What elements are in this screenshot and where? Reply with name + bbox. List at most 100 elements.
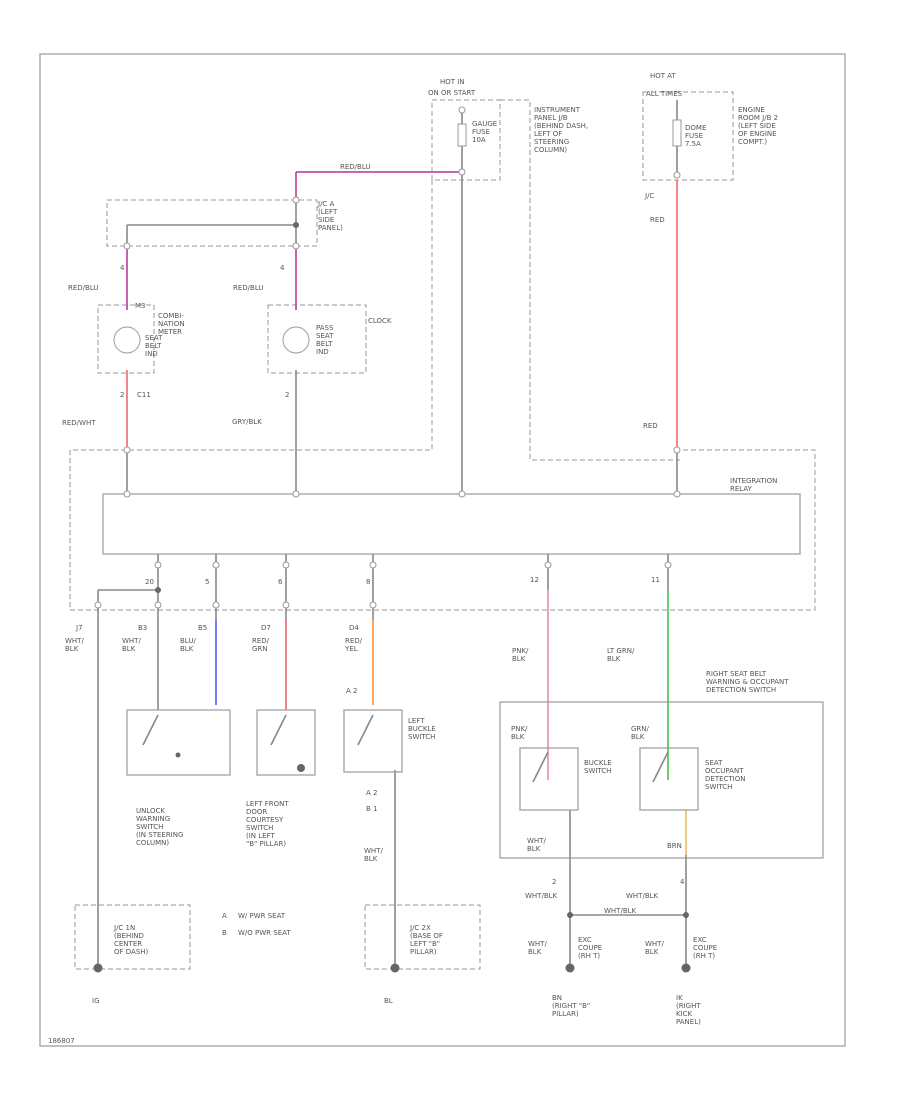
integration-relay bbox=[102, 493, 801, 555]
hot-at-label: HOT AT bbox=[650, 72, 677, 80]
hot-in-condition: ON OR START bbox=[428, 89, 476, 97]
gry-blk-label: GRY/BLK bbox=[232, 418, 262, 426]
pass-seat-belt-ind-bulb bbox=[282, 326, 310, 354]
door-courtesy-switch bbox=[256, 709, 316, 776]
ground-pin-2: 2 bbox=[552, 878, 556, 886]
wht-blk-7-label: WHT/BLK bbox=[645, 940, 664, 956]
jc-label: J/C bbox=[644, 192, 654, 200]
wht-blk-bridge-label: WHT/BLK bbox=[604, 907, 637, 915]
dome-fuse-box bbox=[642, 91, 734, 181]
pin-a2-bottom: A 2 bbox=[366, 789, 377, 797]
pin-2-mid: 2 bbox=[285, 391, 289, 399]
relay-pin-8: 8 bbox=[366, 578, 370, 586]
red-blu-left-label: RED/BLU bbox=[68, 284, 99, 292]
indicators bbox=[113, 326, 310, 354]
conn-j7: J7 bbox=[75, 624, 83, 632]
relay-pin-5: 5 bbox=[205, 578, 209, 586]
red-blu-mid-label: RED/BLU bbox=[233, 284, 264, 292]
pnk-blk-label: PNK/BLK bbox=[512, 647, 529, 663]
wht-blk-2-label: WHT/BLK bbox=[122, 637, 141, 653]
seat-occupant-switch bbox=[639, 747, 699, 811]
hot-in-label: HOT IN bbox=[440, 78, 465, 86]
c11-label: C11 bbox=[137, 391, 151, 399]
legend-b: B bbox=[222, 929, 227, 937]
unlock-warning-switch bbox=[126, 709, 231, 776]
legend-a: A bbox=[222, 912, 227, 920]
conn-b3: B3 bbox=[138, 624, 147, 632]
legend-b-text: W/O PWR SEAT bbox=[238, 929, 291, 937]
pin-b1-bottom: B 1 bbox=[366, 805, 377, 813]
wht-blk-1-label: WHT/BLK bbox=[65, 637, 84, 653]
switches bbox=[126, 701, 824, 859]
m3-label: M3 bbox=[135, 302, 146, 310]
ground-bl: BL bbox=[384, 997, 393, 1005]
fuses bbox=[457, 119, 682, 147]
clock-box bbox=[267, 304, 367, 374]
wht-blk-6-label: WHT/BLK bbox=[528, 940, 547, 956]
wires bbox=[97, 100, 687, 970]
red-yel-label: RED/YEL bbox=[344, 637, 363, 653]
combi-meter-box bbox=[97, 304, 155, 374]
seat-belt-ind-bulb bbox=[113, 326, 141, 354]
rsb-warning-switch-box bbox=[499, 701, 824, 859]
blu-blk-label: BLU/BLK bbox=[180, 637, 196, 653]
red-blu-top-label: RED/BLU bbox=[340, 163, 371, 171]
jc-a-box bbox=[106, 199, 318, 247]
wht-blk-5-label: WHT/BLK bbox=[626, 892, 659, 900]
relay-outline bbox=[69, 180, 816, 611]
clock-label: CLOCK bbox=[368, 317, 392, 325]
terminals bbox=[93, 106, 691, 973]
relay-pin-6: 6 bbox=[278, 578, 283, 586]
left-buckle-switch bbox=[343, 709, 403, 773]
pin-4-left: 4 bbox=[120, 264, 125, 272]
pin-4-mid: 4 bbox=[280, 264, 285, 272]
wht-blk-4-label: WHT/BLK bbox=[525, 892, 558, 900]
jc-2x-box bbox=[364, 904, 481, 970]
conn-b5: B5 bbox=[198, 624, 207, 632]
legend-a-text: W/ PWR SEAT bbox=[238, 912, 286, 920]
ground-ig: IG bbox=[92, 997, 100, 1005]
footer-code: 186807 bbox=[48, 1037, 75, 1045]
buckle-switch bbox=[519, 747, 579, 811]
pin-2-left: 2 bbox=[120, 391, 124, 399]
red-grn-label: RED/GRN bbox=[252, 637, 270, 653]
relay-pin-12: 12 bbox=[530, 576, 539, 584]
relay-pin-11: 11 bbox=[651, 576, 660, 584]
wht-sw-label: WHT/BLK bbox=[527, 837, 546, 853]
grn-sw-label: GRN/BLK bbox=[631, 725, 650, 741]
red-bottom-label: RED bbox=[643, 422, 658, 430]
relay-pin-20: 20 bbox=[145, 578, 154, 586]
pnk-sw-label: PNK/BLK bbox=[511, 725, 528, 741]
conn-d7: D7 bbox=[261, 624, 271, 632]
red-wht-label: RED/WHT bbox=[62, 419, 96, 427]
gauge-fuse-box bbox=[431, 99, 501, 181]
lt-grn-blk-label: LT GRN/BLK bbox=[607, 647, 635, 663]
jc-1n-box bbox=[74, 904, 191, 970]
brn-sw-label: BRN bbox=[667, 842, 682, 850]
diagram-frame bbox=[39, 53, 846, 1047]
pin-a2: A 2 bbox=[346, 687, 357, 695]
wht-blk-3-label: WHT/BLK bbox=[364, 847, 383, 863]
ground-bn: BN(RIGHT "B"PILLAR) bbox=[552, 994, 590, 1018]
ip-jb-outline bbox=[500, 99, 680, 461]
ground-pin-4: 4 bbox=[680, 878, 685, 886]
